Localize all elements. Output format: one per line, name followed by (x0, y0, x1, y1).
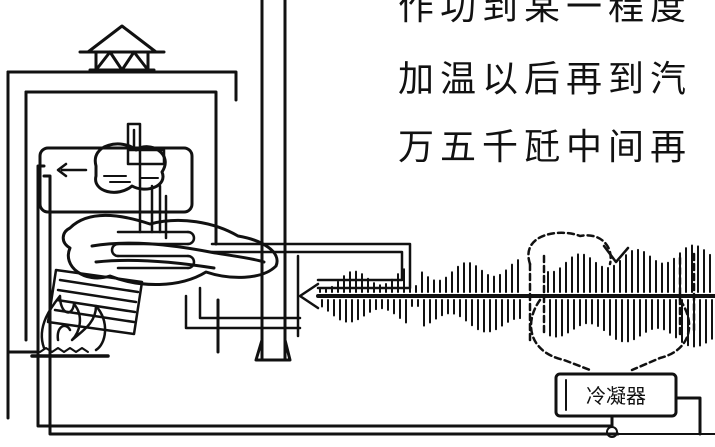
boiler-house (6, 70, 238, 420)
turbine-casing (296, 254, 320, 338)
heat-exchanger (46, 268, 144, 336)
chimney (254, 0, 292, 362)
feedwater-line (36, 164, 715, 438)
condenser-label: 冷凝器 (586, 384, 646, 408)
text-line-3: 万五千瓩中间再 (398, 127, 693, 168)
roof-ventilator (78, 24, 166, 72)
steam-flow (61, 214, 279, 287)
exhaust-paths (527, 231, 696, 372)
boiler-drum (38, 142, 194, 214)
steam-pipes (184, 242, 412, 330)
furnace-flames (30, 294, 110, 358)
turbine-blades (319, 244, 713, 348)
superheater-coils (110, 122, 196, 270)
text-line-1: 作功到某一程度 (398, 0, 693, 28)
text-line-2: 加温以后再到汽 (398, 59, 693, 100)
condenser (554, 372, 678, 418)
